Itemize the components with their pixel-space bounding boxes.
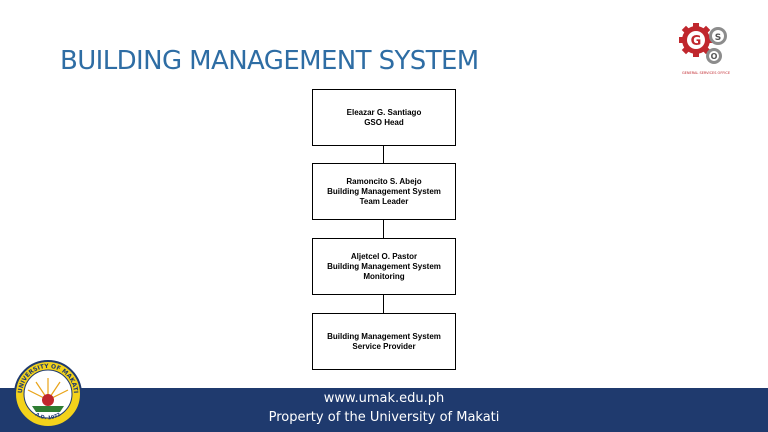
svg-text:G: G <box>691 34 702 49</box>
node-name: Aljetcel O. Pastor <box>350 251 418 261</box>
node-name: Ramoncito S. Abejo <box>346 176 422 186</box>
book-icon <box>32 406 64 412</box>
org-node-service-provider: Building Management System Service Provi… <box>312 313 456 370</box>
svg-text:S: S <box>715 33 721 43</box>
svg-text:O: O <box>711 52 718 61</box>
page-title: BUILDING MANAGEMENT SYSTEM <box>60 46 479 76</box>
org-node-gso-head: Eleazar G. Santiago GSO Head <box>312 89 456 146</box>
org-node-monitoring: Aljetcel O. Pastor Building Management S… <box>312 238 456 295</box>
svg-text:A.D. 1972: A.D. 1972 <box>34 412 63 422</box>
node-unit: Building Management System <box>327 261 441 271</box>
sun-rays-icon <box>27 378 69 406</box>
red-gear-icon: G <box>679 23 713 57</box>
org-node-team-leader: Ramoncito S. Abejo Building Management S… <box>312 163 456 220</box>
connector-line <box>383 220 384 238</box>
university-seal-logo: UNIVERSITY OF MAKATI A.D. 1972 <box>14 360 82 428</box>
node-role: GSO Head <box>364 117 404 127</box>
node-role: Monitoring <box>363 271 405 281</box>
connector-line <box>383 295 384 313</box>
footer-bar <box>0 388 768 432</box>
node-role: Team Leader <box>359 196 409 206</box>
node-unit: Building Management System <box>327 186 441 196</box>
gso-logo: G S O GENERAL SERVICES OFFICE <box>679 23 730 75</box>
node-role: Service Provider <box>352 341 416 351</box>
connector-line <box>383 146 384 163</box>
gso-caption: GENERAL SERVICES OFFICE <box>682 71 730 75</box>
node-unit: Building Management System <box>327 331 441 341</box>
footer-property: Property of the University of Makati <box>268 410 500 425</box>
gray-gear-icon: S O <box>706 27 727 64</box>
footer-url: www.umak.edu.ph <box>323 391 445 406</box>
node-name: Eleazar G. Santiago <box>346 107 422 117</box>
